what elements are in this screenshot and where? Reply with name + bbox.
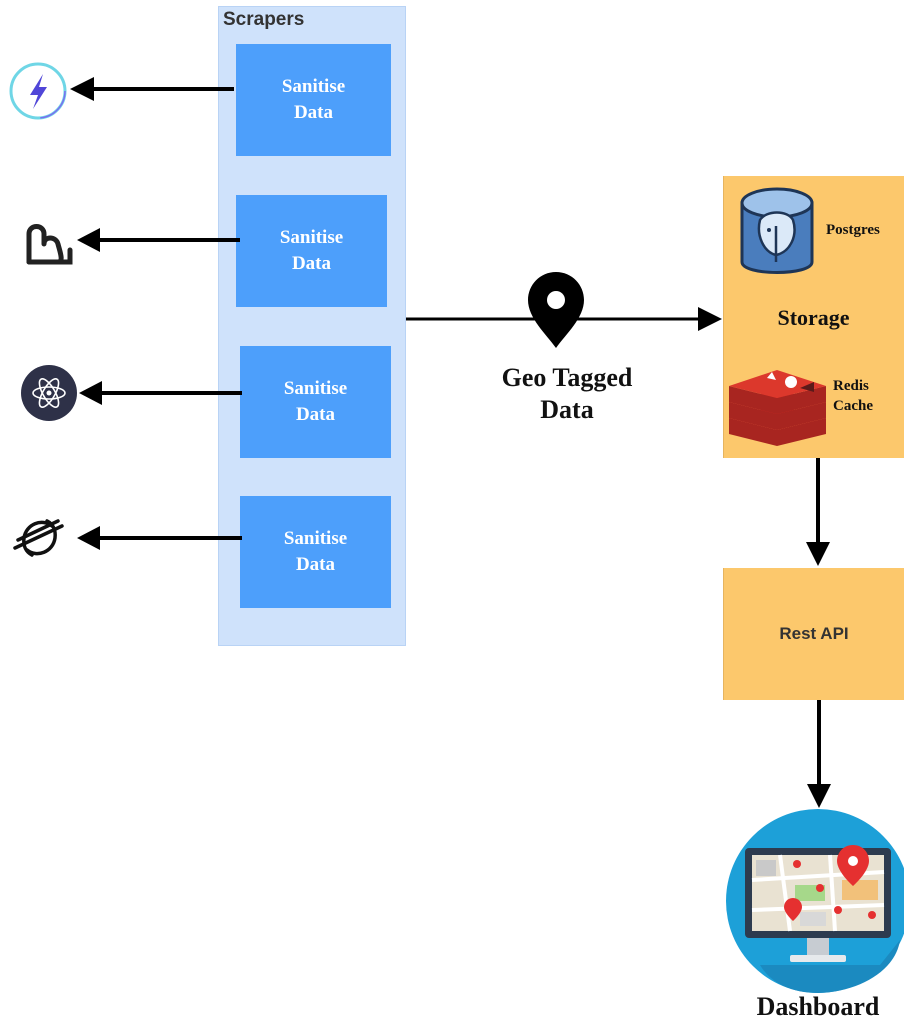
geo-tagged-data-label: Geo Tagged Data [501,363,633,424]
redis-icon [729,370,826,446]
sanitise-data-box-3: Sanitise Data [240,346,391,458]
storage-title: Storage [777,305,850,330]
atom-icon [21,365,77,421]
source-arrows [70,77,242,550]
postgres-icon [740,187,814,274]
arrow-restapi-to-dashboard [807,700,831,808]
stellar-icon [13,519,64,557]
sanitise-data-box-1: Sanitise Data [236,44,391,156]
scrapers-title: Scrapers [223,9,305,30]
monitor-map-icon [726,809,904,993]
rest-api-label: Rest API [779,624,849,643]
postgres-label: Postgres [826,222,880,238]
rest-api-box: Rest API [723,568,904,700]
arrow-to-source-3 [79,381,242,405]
redis-cache-label: Redis Cache [833,378,873,414]
arrow-storage-to-restapi [806,458,830,566]
map-pin-icon [528,272,584,348]
stylized-b-icon [26,224,73,265]
dashboard-label: Dashboard [756,992,880,1021]
arrow-to-source-2 [77,228,240,252]
arrow-to-source-4 [77,526,242,550]
sanitise-data-box-2: Sanitise Data [236,195,387,307]
arrow-to-source-1 [70,77,234,101]
lightning-bolt-icon [9,62,67,120]
sanitise-data-box-4: Sanitise Data [240,496,391,608]
